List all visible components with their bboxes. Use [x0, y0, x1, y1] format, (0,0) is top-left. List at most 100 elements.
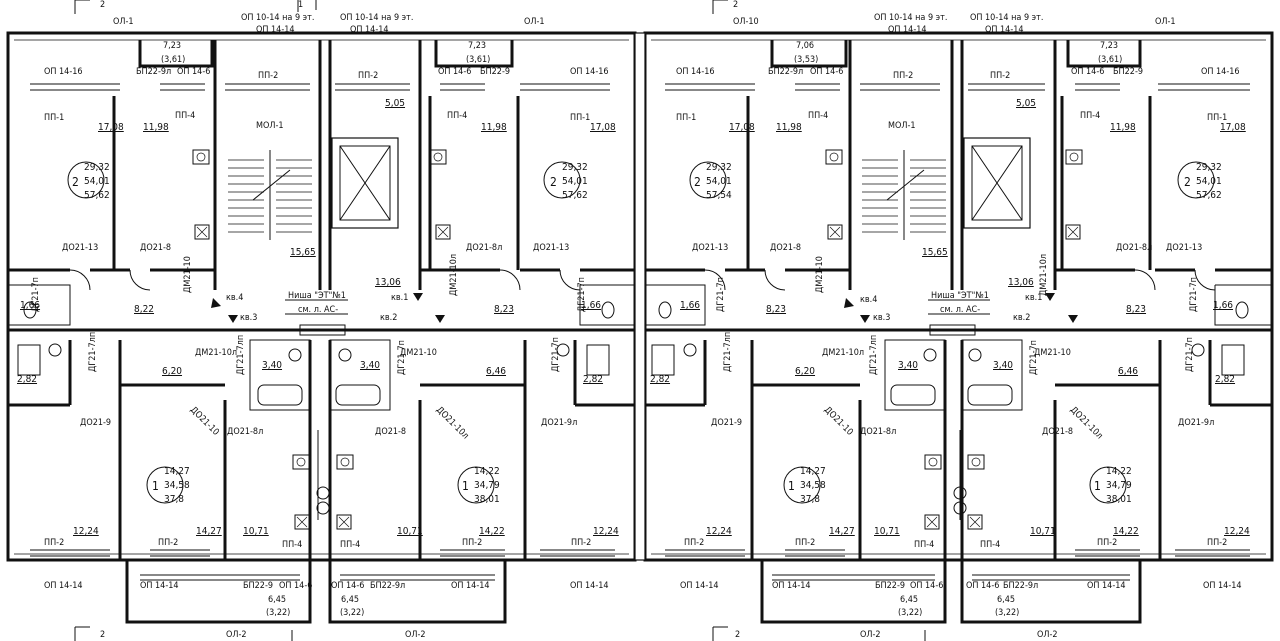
plan-label: 7,23 — [1100, 41, 1118, 51]
plan-label: БП22-9л — [768, 67, 803, 77]
plan-label: ПП-2 — [795, 538, 815, 548]
room-area: 12,24 — [73, 526, 99, 537]
plan-label: ПП-2 — [1097, 538, 1117, 548]
flat-gross-area: 38,01 — [1106, 494, 1132, 505]
plan-label: ДО21-13 — [1166, 243, 1202, 253]
room-area: 6,20 — [162, 366, 182, 377]
flat-living-area: 29,32 — [1196, 162, 1222, 173]
plan-label: ОП 14-16 — [676, 67, 715, 77]
plan-label: ПП-4 — [175, 111, 195, 121]
door-label: ДГ21-7лп — [88, 332, 98, 372]
room-area: 10,71 — [397, 526, 423, 537]
door-label: ДМ21-10 — [815, 256, 825, 293]
flat-living-area: 14,22 — [1106, 466, 1132, 477]
plan-label: (3,61) — [1098, 55, 1122, 65]
door-label: ДГ21-7п — [1189, 277, 1199, 312]
room-area: 2,82 — [1215, 374, 1235, 385]
plan-label: БП22-9 — [1113, 67, 1143, 77]
plan-label: ПП-2 — [44, 538, 64, 548]
plan-label: кв.4 — [226, 293, 243, 303]
room-area: 11,98 — [143, 122, 169, 133]
room-area: 12,24 — [593, 526, 619, 537]
room-area: 5,05 — [385, 98, 405, 109]
plan-label: кв.1 — [1025, 293, 1042, 303]
room-area: 14,27 — [196, 526, 222, 537]
plan-label: ОП 14-16 — [1201, 67, 1240, 77]
plan-label: ОП 14-14 — [680, 581, 719, 591]
plan-label: БП22-9л — [370, 581, 405, 591]
room-area: 3,40 — [898, 360, 918, 371]
plan-label: 1 — [298, 0, 303, 10]
plan-label: (3,22) — [266, 608, 290, 618]
plan-label: ДО21-13 — [692, 243, 728, 253]
plan-label: ПП-1 — [44, 113, 64, 123]
flat-rooms: 1 — [1094, 479, 1101, 493]
plan-label: кв.2 — [1013, 313, 1030, 323]
room-area: 17,08 — [590, 122, 616, 133]
plan-label: ПП-4 — [980, 540, 1000, 550]
plan-label: ПП-1 — [1207, 113, 1227, 123]
plan-label: 6,45 — [900, 595, 918, 605]
room-area: 13,06 — [375, 277, 401, 288]
plan-label: ДО21-13 — [62, 243, 98, 253]
room-area: 1,66 — [1213, 300, 1233, 311]
plan-label: ОП 14-16 — [570, 67, 609, 77]
plan-label: ДО21-8 — [375, 427, 406, 437]
flat-rooms: 2 — [1184, 175, 1191, 189]
room-area: 14,27 — [829, 526, 855, 537]
plan-label: (3,61) — [161, 55, 185, 65]
flat-gross-area: 37,8 — [164, 494, 184, 505]
door-label: ДГ21-7п — [1185, 337, 1195, 372]
plan-label: БП22-9 — [875, 581, 905, 591]
plan-label: ПП-1 — [570, 113, 590, 123]
plan-label: ОЛ-2 — [226, 630, 247, 640]
room-area: 3,40 — [993, 360, 1013, 371]
room-area: 12,24 — [706, 526, 732, 537]
room-area: 6,46 — [486, 366, 506, 377]
plan-label: 6,45 — [997, 595, 1015, 605]
room-area: 8,23 — [1126, 304, 1146, 315]
door-label: ДГ21-7п — [1029, 340, 1039, 375]
room-area: 10,71 — [243, 526, 269, 537]
plan-label: МОЛ-1 — [256, 121, 284, 131]
door-label: ДО21-10л — [1068, 405, 1104, 441]
plan-label: ОП 14-14 — [451, 581, 490, 591]
plan-label: 7,06 — [796, 41, 814, 51]
plan-label: ПП-2 — [990, 71, 1010, 81]
flat-total-area: 34,58 — [164, 480, 190, 491]
flat-rooms: 1 — [152, 479, 159, 493]
flat-total-area: 54,01 — [562, 176, 588, 187]
flat-gross-area: 57,54 — [706, 190, 732, 201]
room-area: 11,98 — [1110, 122, 1136, 133]
plan-label: ПП-2 — [571, 538, 591, 548]
plan-label: ПП-4 — [340, 540, 360, 550]
plan-label: ДМ21-10 — [400, 348, 437, 358]
flat-living-area: 14,27 — [800, 466, 826, 477]
plan-label: ДО21-8 — [1042, 427, 1073, 437]
plan-label: кв.2 — [380, 313, 397, 323]
room-area: 17,08 — [98, 122, 124, 133]
plan-label: ОЛ-10 — [733, 17, 759, 27]
flat-rooms: 1 — [462, 479, 469, 493]
door-label: ДГ21-7лп — [723, 332, 733, 372]
plan-label: БП22-9 — [480, 67, 510, 77]
flat-gross-area: 57,62 — [1196, 190, 1222, 201]
plan-label: ОЛ-1 — [113, 17, 134, 27]
flat-total-area: 34,58 — [800, 480, 826, 491]
plan-label: ОП 14-14 — [1087, 581, 1126, 591]
flat-gross-area: 38,01 — [474, 494, 500, 505]
flat-total-area: 54,01 — [706, 176, 732, 187]
flat-living-area: 29,32 — [84, 162, 110, 173]
plan-label: БП22-9 — [243, 581, 273, 591]
room-area: 10,71 — [1030, 526, 1056, 537]
plan-label: ДО21-9л — [541, 418, 577, 428]
plan-label: кв.3 — [240, 313, 257, 323]
plan-label: ПП-2 — [258, 71, 278, 81]
flat-gross-area: 57,62 — [84, 190, 110, 201]
